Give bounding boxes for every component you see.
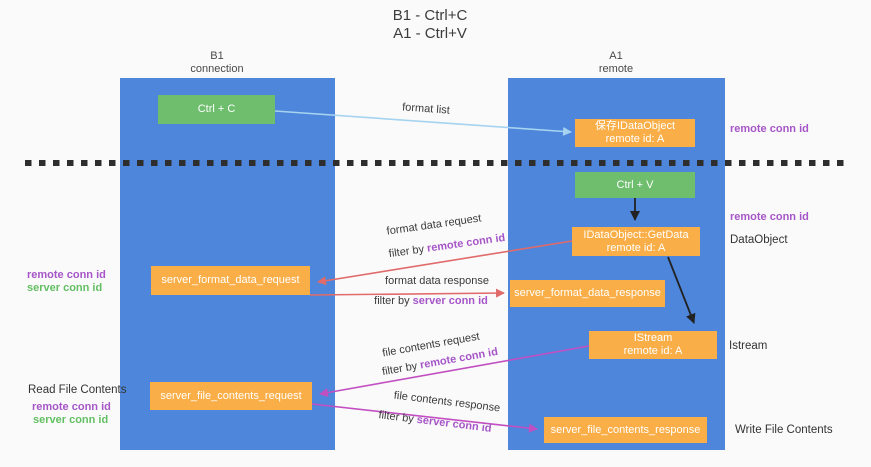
ctrl-c-label: Ctrl + C — [197, 103, 236, 115]
format-data-request-label: format data request — [385, 212, 483, 238]
server-file-contents-request-label: server_file_contents_request — [160, 389, 302, 402]
save-dataobject-line2: remote id: A — [605, 133, 665, 145]
filter-by-text: filter by — [381, 359, 422, 379]
right-column-header: A1 remote — [599, 50, 633, 76]
dataobject-annotation: DataObject — [730, 234, 788, 246]
file-response-filter-label: filter by server conn id — [378, 409, 492, 435]
server-format-data-request-label: server_format_data_request — [161, 274, 300, 286]
format-response-filter-label: filter by server conn id — [374, 295, 488, 307]
server-conn-id-text: server conn id — [416, 413, 493, 435]
istream-node: IStream remote id: A — [589, 331, 717, 359]
save-dataobject-line1: 保存IDataObject — [594, 120, 676, 132]
istream-annotation: Istream — [729, 340, 768, 352]
server-file-contents-request-node: server_file_contents_request — [150, 382, 312, 410]
left-column-role: connection — [190, 63, 244, 75]
filter-by-text: filter by — [374, 295, 413, 307]
remote-conn-id-annotation-1: remote conn id — [730, 123, 809, 135]
format-list-label: format list — [401, 101, 451, 117]
write-file-contents-annotation: Write File Contents — [735, 424, 833, 436]
server-format-data-request-node: server_format_data_request — [151, 266, 310, 295]
left-server-conn-id-annotation-1: server conn id — [27, 282, 103, 294]
save-dataobject-node: 保存IDataObject remote id: A — [575, 119, 695, 147]
right-column-name: A1 — [609, 50, 623, 62]
left-column-header: B1 connection — [190, 50, 243, 76]
filter-by-text: filter by — [377, 409, 418, 426]
ctrl-v-node: Ctrl + V — [575, 172, 695, 198]
format-request-filter-label: filter by remote conn id — [388, 232, 506, 260]
istream-line1: IStream — [633, 332, 673, 344]
diagram-title: B1 - Ctrl+C A1 - Ctrl+V — [393, 7, 468, 43]
ctrl-v-label: Ctrl + V — [616, 178, 654, 191]
right-column-role: remote — [598, 63, 634, 75]
server-file-contents-response-label: server_file_contents_response — [550, 423, 701, 436]
left-remote-conn-id-annotation-1: remote conn id — [27, 269, 106, 281]
read-file-contents-annotation: Read File Contents — [28, 384, 127, 396]
getdata-line1: IDataObject::GetData — [583, 228, 689, 241]
filter-by-text: filter by — [388, 242, 428, 261]
title-line-2: A1 - Ctrl+V — [393, 25, 467, 42]
server-format-data-response-label: server_format_data_response — [514, 287, 661, 299]
getdata-line2: remote id: A — [606, 241, 666, 254]
file-contents-response-label: file contents response — [393, 389, 501, 415]
server-file-contents-response-node: server_file_contents_response — [544, 417, 707, 443]
left-server-conn-id-annotation-2: server conn id — [33, 414, 109, 426]
istream-line2: remote id: A — [623, 345, 683, 357]
idataobject-getdata-node: IDataObject::GetData remote id: A — [572, 227, 700, 256]
title-line-1: B1 - Ctrl+C — [392, 7, 468, 24]
remote-conn-id-text: remote conn id — [426, 231, 506, 255]
left-column-name: B1 — [210, 50, 224, 62]
ctrl-c-node: Ctrl + C — [158, 95, 275, 124]
server-format-data-response-node: server_format_data_response — [510, 280, 665, 307]
left-remote-conn-id-annotation-2: remote conn id — [32, 401, 111, 413]
server-conn-id-text: server conn id — [412, 295, 488, 307]
format-data-response-label: format data response — [385, 275, 489, 287]
remote-conn-id-annotation-2: remote conn id — [730, 211, 809, 223]
